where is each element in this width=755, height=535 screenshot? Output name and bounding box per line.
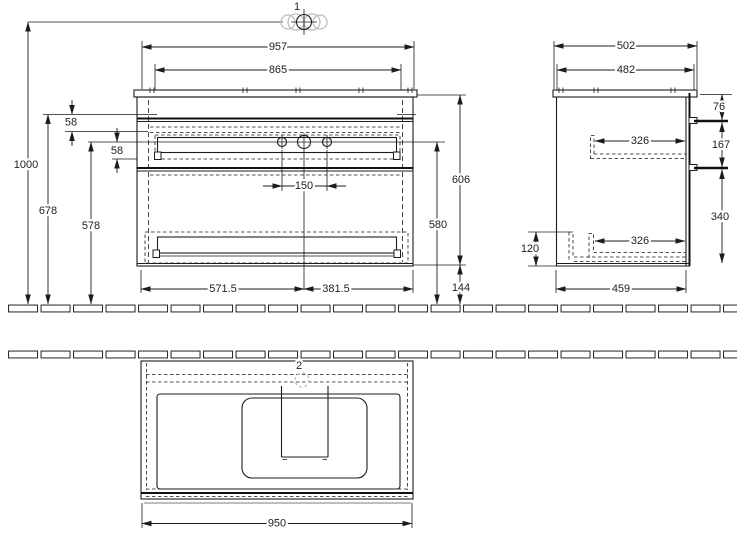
side-upper-drawer-profile bbox=[590, 135, 686, 159]
svg-text:502: 502 bbox=[617, 40, 635, 52]
svg-text:326: 326 bbox=[631, 235, 649, 247]
dim-side-bottom-depth-459: 459 bbox=[555, 270, 687, 297]
crosshair-icon bbox=[291, 9, 317, 35]
dim-front-hole-spacing: 150 bbox=[263, 150, 346, 194]
svg-text:678: 678 bbox=[39, 205, 57, 217]
front-lower-drawer bbox=[144, 231, 409, 264]
dim-front-bottom-split: 571.5 381.5 bbox=[140, 270, 414, 297]
svg-text:482: 482 bbox=[617, 64, 635, 76]
side-cabinet-body bbox=[555, 93, 698, 267]
front-cabinet-body bbox=[43, 96, 416, 267]
hole-center bbox=[296, 133, 312, 151]
drawer-runner-hook bbox=[154, 151, 162, 160]
svg-text:950: 950 bbox=[268, 518, 286, 530]
marker-1-label: 1 bbox=[294, 1, 300, 13]
side-lower-drawer-profile bbox=[568, 232, 686, 262]
dim-side-drawer-depth-upper: 326 bbox=[594, 133, 686, 149]
dim-front-offset-top-58: 58 bbox=[63, 100, 79, 146]
drawer-runner-hook bbox=[393, 249, 401, 258]
countertop-recess bbox=[156, 393, 401, 490]
countertop-joint-ticks bbox=[149, 87, 413, 93]
dim-side-top-gap-76: 76 bbox=[700, 94, 732, 121]
dim-front-height-678: 678 bbox=[37, 114, 59, 305]
mounting-marker-1: 1 bbox=[28, 0, 328, 35]
dim-side-lower-zone-340: 340 bbox=[709, 169, 731, 264]
floor-hatch-upper bbox=[8, 304, 737, 313]
dim-front-wall-height: 1000 bbox=[12, 21, 40, 305]
marker-2-label: 2 bbox=[296, 360, 302, 372]
dim-front-height-578: 578 bbox=[80, 141, 102, 305]
dim-side-overall-depth: 502 bbox=[553, 38, 698, 89]
svg-text:120: 120 bbox=[521, 243, 539, 255]
plan-front-edge bbox=[141, 488, 413, 504]
svg-text:58: 58 bbox=[65, 117, 77, 129]
revision-marker-2: 2 bbox=[294, 358, 310, 388]
floor-hatch-lower bbox=[8, 350, 737, 359]
dim-plan-width: 950 bbox=[141, 503, 413, 532]
svg-text:381.5: 381.5 bbox=[322, 283, 350, 295]
front-countertop bbox=[133, 87, 418, 98]
svg-text:459: 459 bbox=[612, 283, 630, 295]
dim-side-drawer-depth-lower: 326 bbox=[594, 233, 686, 249]
svg-text:58: 58 bbox=[111, 145, 123, 157]
svg-text:326: 326 bbox=[631, 135, 649, 147]
svg-text:76: 76 bbox=[713, 101, 725, 113]
dim-front-cabinet-height: 606 bbox=[413, 94, 472, 266]
plan-outline bbox=[140, 360, 414, 500]
dim-front-overall-width: 957 bbox=[141, 39, 415, 89]
countertop-joint-ticks bbox=[558, 87, 676, 93]
hole-left bbox=[276, 135, 288, 149]
drain-recess bbox=[280, 386, 329, 460]
side-view: 502 482 76 167 340 326 bbox=[519, 38, 733, 298]
svg-text:580: 580 bbox=[429, 219, 447, 231]
dim-side-recess-120: 120 bbox=[519, 231, 573, 267]
front-mounting-holes bbox=[88, 133, 445, 290]
svg-text:150: 150 bbox=[295, 180, 313, 192]
drawer-runner-hook bbox=[393, 151, 401, 160]
svg-text:957: 957 bbox=[269, 41, 287, 53]
hole-right bbox=[321, 135, 333, 149]
svg-text:167: 167 bbox=[712, 139, 730, 151]
plan-view: 2 950 bbox=[140, 358, 414, 532]
side-countertop bbox=[552, 87, 698, 98]
svg-text:1000: 1000 bbox=[14, 159, 38, 171]
dim-side-body-depth: 482 bbox=[556, 62, 695, 90]
dim-front-height-580: 580 bbox=[427, 141, 449, 305]
dim-front-inner-width: 865 bbox=[154, 62, 402, 90]
svg-text:144: 144 bbox=[452, 282, 470, 294]
front-upper-drawer bbox=[154, 134, 401, 160]
svg-text:865: 865 bbox=[269, 64, 287, 76]
svg-text:578: 578 bbox=[82, 220, 100, 232]
dim-side-upper-zone-167: 167 bbox=[710, 122, 732, 168]
dim-front-floor-gap: 144 bbox=[450, 264, 472, 305]
front-view: 1 bbox=[12, 0, 472, 305]
svg-text:606: 606 bbox=[452, 174, 470, 186]
svg-text:340: 340 bbox=[711, 211, 729, 223]
washbasin bbox=[241, 397, 368, 479]
svg-text:571.5: 571.5 bbox=[209, 283, 237, 295]
dim-front-offset-mid-58: 58 bbox=[109, 128, 125, 173]
drawer-runner-hook bbox=[152, 249, 160, 258]
